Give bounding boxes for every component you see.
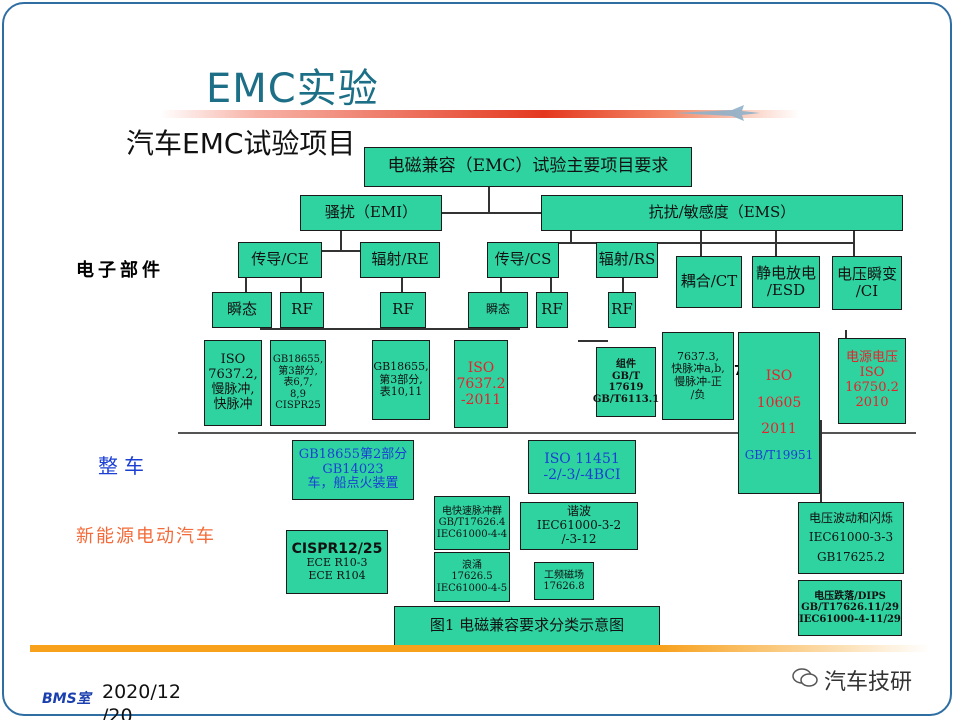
slide-title: EMC实验 — [206, 66, 379, 112]
diagram-subtitle: 汽车EMC试验项目 — [126, 127, 356, 160]
connector — [820, 420, 822, 502]
connector — [570, 231, 572, 243]
connector — [700, 231, 702, 256]
rs-rf-standard: 组件 GB/T 17619 GB/T6113.1 — [593, 347, 659, 417]
section-label-vehicle: 整车 — [98, 454, 150, 478]
watermark-text: 汽车技研 — [824, 670, 913, 695]
emc-root-box: 电磁兼容（EMC）试验主要项目要求 — [364, 147, 692, 187]
connector — [245, 278, 247, 292]
re-rf-box: RF — [380, 292, 426, 328]
connector — [290, 250, 400, 252]
ce-transient-standard: ISO 7637.2, 慢脉冲, 快脉冲 — [204, 340, 262, 426]
footer-date: 2020/12 /20 — [102, 681, 181, 720]
ev-power-magnetic-standard: 工频磁场 17626.8 — [534, 562, 594, 600]
rs-box: 辐射/RS — [596, 242, 658, 278]
cs-rf-box: RF — [536, 292, 568, 328]
vehicle-emi-standard: GB18655第2部分 GB14023 车，船点火装置 — [292, 440, 414, 500]
connector — [775, 231, 777, 256]
ev-dips-standard: 电压跌落/DIPS GB/T17626.11/29 IEC61000-4-11/… — [798, 580, 902, 636]
emi-box: 骚扰（EMI） — [300, 195, 442, 231]
cs-transient-standard: ISO 7637.2 -2011 — [454, 340, 508, 428]
esd-box: 静电放电 /ESD — [752, 256, 820, 308]
esd-standard-iso: ISO 10605 2011 — [756, 368, 802, 438]
ci-standard: 电源电压 ISO 16750.2 2010 — [838, 338, 906, 424]
ev-harmonic-standard: 谐波 IEC61000-3-2 /-3-12 — [520, 502, 638, 550]
esd-standard-gb: GB/T19951 — [744, 447, 814, 462]
cs-box: 传导/CS — [487, 242, 559, 278]
figure-caption: 图1 电磁兼容要求分类示意图 — [394, 606, 660, 646]
connector — [300, 278, 302, 292]
connector — [500, 278, 502, 292]
ci-box: 电压瞬变 /CI — [832, 256, 902, 310]
wechat-icon — [792, 668, 818, 687]
separator-line-vehicle — [178, 432, 916, 434]
footer-org: BMS室 — [42, 691, 91, 707]
ev-eft-standard: 电快速脉冲群 GB/T17626.4 IEC61000-4-4 — [434, 496, 510, 550]
section-label-ev: 新能源电动汽车 — [76, 526, 216, 547]
re-box: 辐射/RE — [360, 242, 440, 278]
section-label-component: 电子部件 — [76, 260, 164, 281]
ce-box: 传导/CE — [238, 242, 322, 278]
ev-surge-standard: 浪涌 17626.5 IEC61000-4-5 — [434, 552, 510, 602]
ev-cispr-title: CISPR12/25 — [291, 541, 383, 558]
ev-flicker-standard: 电压波动和闪烁 IEC61000-3-3 GB17625.2 — [798, 502, 904, 574]
re-rf-standard: GB18655, 第3部分, 表10,11 — [372, 340, 430, 420]
connector — [578, 340, 608, 342]
ce-transient-box: 瞬态 — [212, 292, 272, 328]
connector — [622, 278, 624, 292]
bottom-accent-bar — [30, 645, 930, 652]
connector — [340, 231, 342, 251]
connector — [260, 328, 520, 330]
plane-icon — [674, 105, 760, 121]
connector — [853, 231, 855, 256]
connector — [845, 330, 847, 340]
ce-rf-box: RF — [280, 292, 324, 328]
ev-cispr-box: CISPR12/25 ECE R10-3 ECE R104 — [286, 530, 388, 594]
ems-box: 抗扰/敏感度（EMS） — [541, 195, 903, 231]
rs-rf-box: RF — [608, 292, 636, 328]
connector — [550, 278, 552, 292]
connector — [488, 186, 490, 212]
vehicle-cs-standard: ISO 11451 -2/-3/-4BCI — [528, 440, 636, 494]
esd-standard: ISO 10605 2011 GB/T19951 — [738, 332, 820, 494]
connector — [371, 212, 671, 214]
ct-standard: 7637.3, 快脉冲a,b, 慢脉冲-正 /负 — [662, 332, 734, 420]
connector — [401, 278, 403, 292]
ce-rf-standard: GB18655, 第3部分, 表6,7, 8,9 CISPR25 — [270, 340, 326, 426]
cs-transient-box: 瞬态 — [468, 292, 528, 328]
ct-box: 耦合/CT — [676, 256, 742, 308]
connector — [525, 242, 855, 244]
ev-cispr-sub: ECE R10-3 ECE R104 — [306, 556, 368, 583]
title-underline — [160, 110, 800, 118]
